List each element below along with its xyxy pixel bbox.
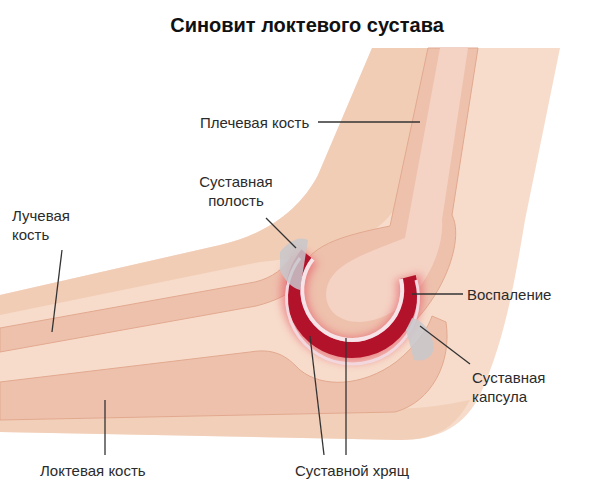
- part-label: Локтевая кость: [40, 461, 200, 480]
- joint-capsule: [406, 318, 434, 361]
- leader-line: [310, 336, 324, 455]
- radius-bone: [0, 256, 306, 352]
- part-label: Суставная полость: [178, 172, 294, 210]
- humerus-bone: [298, 48, 478, 350]
- leader-line: [420, 326, 470, 364]
- part-label: Лучевая кость: [12, 206, 90, 244]
- cartilage-upper: [302, 259, 402, 340]
- diagram-title: Синовит локтевого сустава: [0, 14, 614, 37]
- leader-line: [266, 218, 296, 248]
- part-label: Суставная капсула: [472, 368, 568, 406]
- leader-line: [345, 338, 346, 455]
- part-label: Плечевая кость: [200, 113, 318, 132]
- inflammation-glow: [294, 255, 410, 350]
- inflammation-ring: [294, 255, 410, 350]
- cartilage-lower: [287, 258, 419, 364]
- leader-line: [52, 250, 62, 332]
- leader-line: [318, 121, 420, 122]
- part-label: Суставной хрящ: [295, 461, 465, 480]
- part-label: Воспаление: [467, 285, 607, 304]
- leader-line: [104, 400, 105, 455]
- leader-line: [412, 293, 463, 294]
